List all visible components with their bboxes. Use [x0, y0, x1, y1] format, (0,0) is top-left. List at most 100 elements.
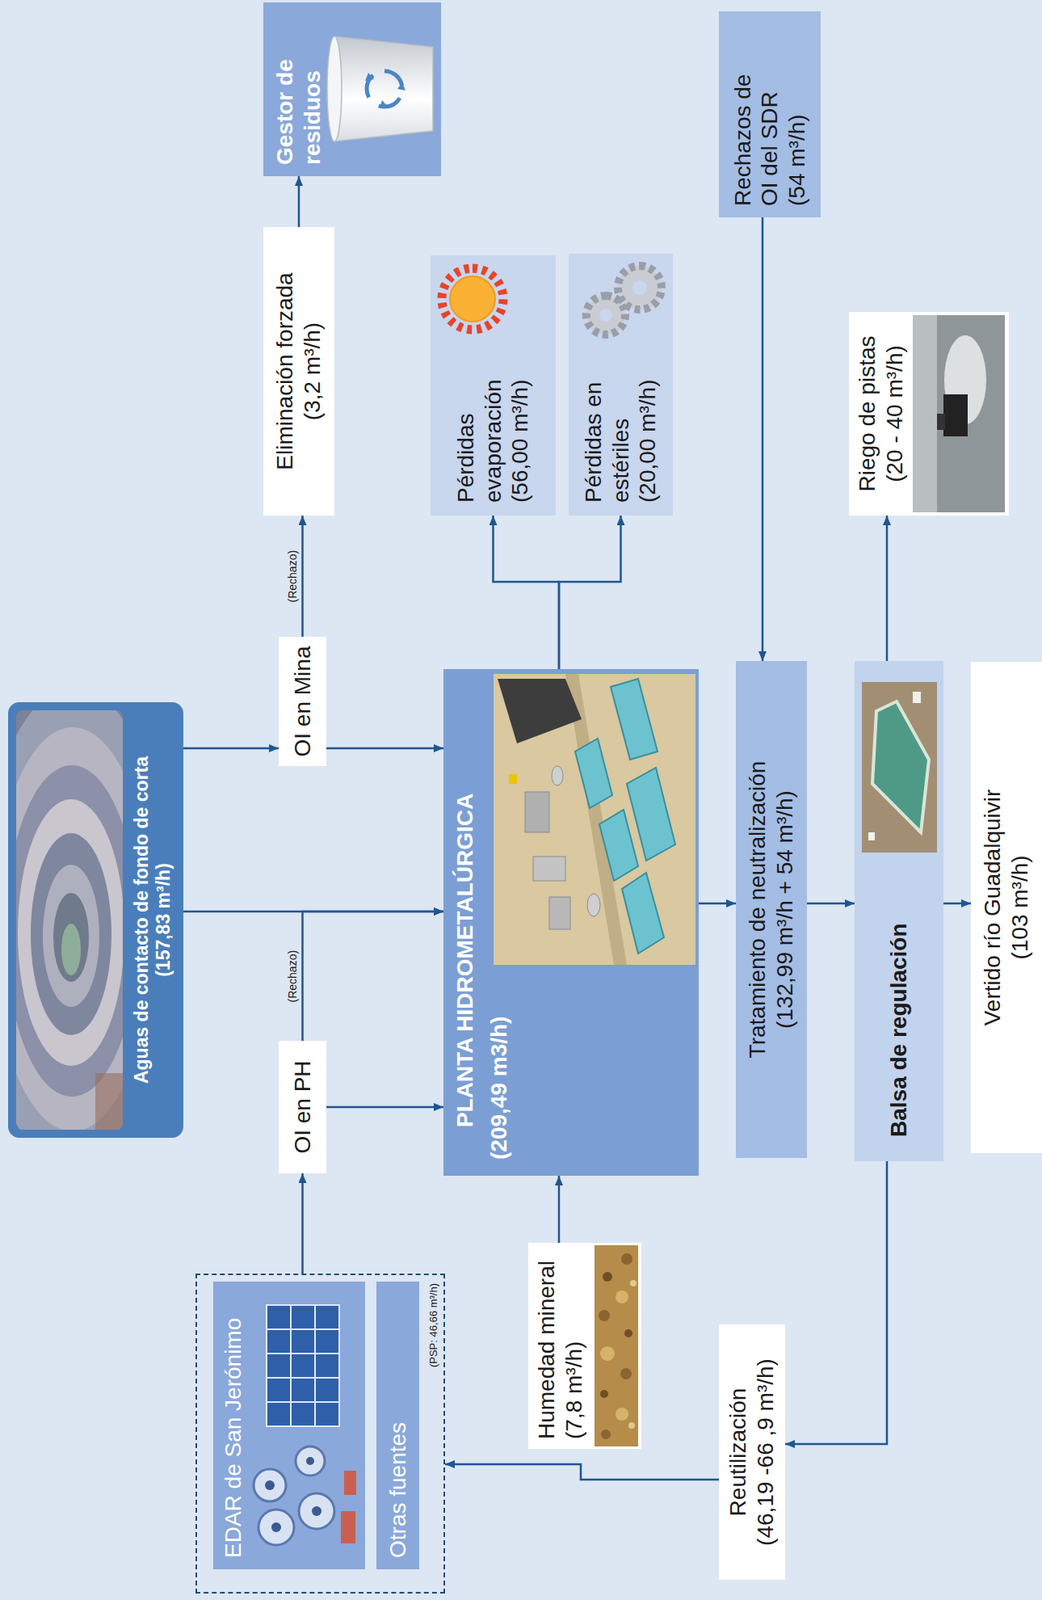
ore-photo-part: [628, 1421, 635, 1429]
source-group: (PSP: 46,66 m³/h)EDAR de San JerónimoOtr…: [195, 1273, 446, 1593]
pond-photo-part: [868, 831, 875, 841]
open-pit-photo-part: [16, 710, 123, 1130]
waste-manager-box: Gestor de residuos: [263, 2, 442, 177]
ore-photo-part: [630, 1279, 637, 1286]
ore-photo-part: [602, 1271, 613, 1282]
gears-icon-part: [586, 295, 626, 335]
node-text: (209,49 m3/h): [485, 1016, 513, 1160]
source-box: EDAR de San Jerónimo: [213, 1281, 366, 1569]
open-pit-photo: [16, 710, 123, 1130]
edge-label: (Rechazo): [285, 547, 300, 606]
wastewater-plant-icon-part: [306, 1456, 315, 1465]
open-pit-photo-part: [17, 798, 123, 1066]
pond-photo: [861, 681, 937, 853]
track-watering-photo-part: [936, 413, 946, 430]
flow-arrow: [806, 902, 855, 905]
ore-photo-part: [620, 1367, 632, 1379]
sun-icon: [441, 268, 504, 330]
node-text: Tratamiento de neutralización (132,99 m³…: [743, 739, 799, 1080]
flow-arrow: [698, 902, 736, 905]
open-pit-photo-part: [53, 892, 89, 982]
plant-box: PLANTA HIDROMETALÚRGICA(209,49 m3/h): [443, 668, 699, 1176]
ore-photo-part: [624, 1328, 633, 1337]
edge-label: (Rechazo): [285, 947, 300, 1005]
open-pit-photo-part: [16, 726, 123, 1130]
plant-render-part: [575, 738, 613, 808]
flow-box: Riego de pistas (20 - 40 m³/h): [848, 311, 1009, 516]
plant-render-part: [621, 872, 664, 954]
ore-photo-part: [615, 1289, 629, 1303]
gears-icon-part: [617, 265, 662, 310]
flow-arrow: [301, 515, 304, 637]
water-source-box: Aguas de contacto de fondo de corta (157…: [8, 701, 184, 1138]
flow-arrow: [943, 902, 971, 905]
plant-render-part: [508, 773, 517, 784]
waste-bin-icon-part: [327, 36, 342, 142]
flow-box: Eliminación forzada (3,2 m³/h): [263, 226, 335, 516]
flow-arrow: [886, 515, 889, 661]
node-text: Reutilización (46,19 -66 ,9 m³/h): [724, 1355, 779, 1549]
wastewater-plant-icon-part: [311, 1505, 322, 1516]
ore-photo-part: [600, 1428, 611, 1439]
node-text: OI en Mina: [289, 646, 317, 757]
waste-bin-icon: [327, 36, 433, 142]
sun-icon-part: [441, 268, 504, 330]
node-text: Balsa de regulación: [885, 922, 913, 1137]
sun-icon-part: [449, 276, 496, 322]
flow-arrow: [302, 911, 445, 1041]
flow-arrow: [301, 1172, 304, 1274]
node-text: Vertido río Guadalquivir (103 m³/h): [978, 777, 1034, 1037]
plant-render-part: [549, 896, 571, 929]
plant-render: [493, 673, 696, 965]
flow-arrow: [326, 1105, 444, 1109]
process-box: OI en PH: [278, 1040, 327, 1173]
open-pit-photo-part: [95, 1072, 123, 1130]
track-watering-photo-part: [912, 315, 1005, 513]
process-box: Tratamiento de neutralización (132,99 m³…: [735, 660, 807, 1158]
ore-photo-part: [594, 1244, 639, 1446]
track-watering-photo: [912, 315, 1005, 513]
plant-render-part: [551, 765, 564, 786]
track-watering-photo-part: [943, 394, 968, 437]
flow-arrow: [785, 1160, 887, 1444]
waste-bin-icon-part: [365, 72, 406, 109]
pond-photo-part: [872, 701, 929, 832]
node-text: Eliminación forzada (3,2 m³/h): [271, 262, 326, 481]
track-watering-photo-part: [944, 335, 987, 425]
wastewater-plant-icon-part: [258, 1508, 295, 1545]
plant-render-part: [497, 678, 582, 744]
plant-render-part: [587, 893, 601, 916]
open-pit-photo-part: [16, 764, 123, 1097]
ore-photo-part: [598, 1309, 610, 1321]
flow-arrow: [445, 1463, 719, 1479]
plant-render-part: [525, 791, 550, 832]
node-text: PLANTA HIDROMETALÚRGICA: [451, 793, 479, 1127]
node-text: Rechazos de OI del SDR (54 m³/h): [729, 62, 811, 206]
wastewater-plant-icon-part: [253, 1468, 286, 1501]
node-text: Otras fuentes: [384, 1421, 412, 1558]
waste-bin-icon-part: [366, 71, 403, 107]
open-pit-photo-part: [42, 864, 100, 1007]
flow-arrow: [298, 176, 301, 227]
loss-box: Pérdidas evaporación (56,00 m³/h): [430, 255, 556, 516]
node-text: Pérdidas evaporación (56,00 m³/h): [452, 361, 534, 503]
flow-arrow: [558, 515, 622, 669]
waste-bin-icon-part: [334, 36, 433, 142]
ore-photo-part: [621, 1252, 633, 1265]
flow-box: Reutilización (46,19 -66 ,9 m³/h): [718, 1323, 786, 1580]
plant-render-part: [533, 856, 566, 881]
input-box: Rechazos de OI del SDR (54 m³/h): [718, 11, 821, 218]
ore-photo: [594, 1244, 639, 1446]
node-text: Pérdidas en estériles (20,00 m³/h): [579, 361, 662, 503]
wastewater-plant-icon-part: [266, 1304, 340, 1426]
gears-icon: [586, 265, 662, 335]
flow-arrow: [183, 747, 279, 750]
gears-icon-part: [632, 280, 648, 295]
wastewater-plant-icon-part: [295, 1445, 325, 1475]
node-text: Aguas de contacto de fondo de corta (157…: [130, 738, 176, 1102]
ore-photo-part: [615, 1407, 629, 1421]
wastewater-plant-icon-part: [266, 1304, 340, 1426]
pond-photo-part: [861, 681, 937, 853]
